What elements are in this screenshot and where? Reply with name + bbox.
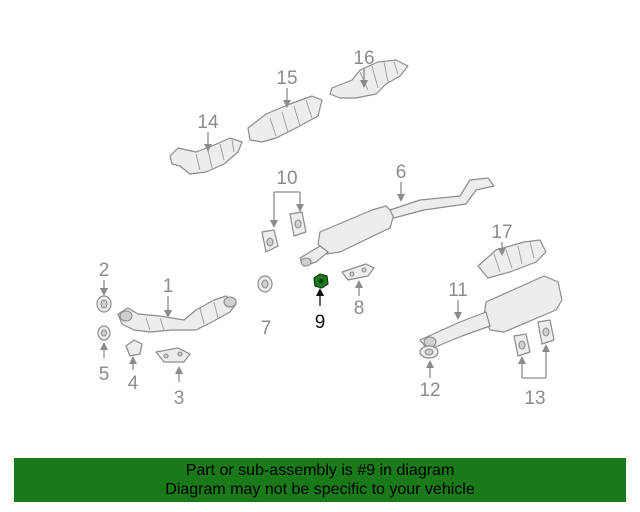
svg-text:16: 16 bbox=[353, 48, 374, 69]
part-8-gasket[interactable] bbox=[341, 263, 375, 281]
callout-4: 4 bbox=[128, 356, 139, 394]
info-banner: Part or sub-assembly is #9 in diagram Di… bbox=[14, 458, 626, 502]
svg-text:7: 7 bbox=[261, 318, 272, 339]
svg-text:12: 12 bbox=[419, 380, 440, 401]
svg-text:2: 2 bbox=[99, 260, 110, 281]
svg-text:14: 14 bbox=[197, 112, 219, 133]
svg-text:15: 15 bbox=[276, 68, 297, 89]
callout-7: 7 bbox=[261, 318, 272, 339]
part-3-gasket[interactable] bbox=[155, 347, 191, 363]
part-15-heat-shield[interactable] bbox=[247, 95, 323, 143]
banner-line-2: Diagram may not be specific to your vehi… bbox=[165, 481, 475, 498]
svg-text:5: 5 bbox=[99, 364, 110, 385]
part-4-bracket[interactable] bbox=[125, 339, 143, 357]
callout-8: 8 bbox=[354, 280, 365, 319]
callout-13: 13 bbox=[518, 344, 550, 409]
callout-15: 15 bbox=[276, 68, 298, 108]
part-9-nut-highlighted[interactable] bbox=[313, 273, 329, 289]
part-14-heat-shield[interactable] bbox=[169, 137, 243, 175]
callout-12: 12 bbox=[419, 360, 441, 401]
callout-3: 3 bbox=[174, 366, 185, 409]
callout-2: 2 bbox=[99, 260, 110, 296]
callout-16: 16 bbox=[353, 48, 375, 88]
callout-9: 9 bbox=[315, 288, 326, 333]
svg-text:11: 11 bbox=[448, 280, 468, 301]
part-12-gasket[interactable] bbox=[419, 345, 439, 359]
svg-text:13: 13 bbox=[524, 388, 545, 409]
callout-5: 5 bbox=[99, 342, 110, 385]
part-6-center-pipe[interactable] bbox=[299, 177, 495, 267]
part-17-heat-shield[interactable] bbox=[477, 239, 547, 279]
svg-text:10: 10 bbox=[276, 168, 297, 189]
callout-6: 6 bbox=[396, 162, 407, 202]
callout-17: 17 bbox=[491, 222, 513, 256]
part-2-gasket[interactable] bbox=[96, 295, 112, 313]
svg-text:9: 9 bbox=[315, 312, 326, 333]
svg-text:8: 8 bbox=[354, 298, 365, 319]
part-5-gasket[interactable] bbox=[97, 325, 111, 341]
part-7-gasket[interactable] bbox=[257, 275, 273, 293]
svg-text:3: 3 bbox=[174, 388, 185, 409]
callout-11: 11 bbox=[448, 280, 468, 320]
banner-line-1: Part or sub-assembly is #9 in diagram bbox=[185, 462, 455, 479]
svg-text:17: 17 bbox=[491, 222, 512, 243]
svg-text:6: 6 bbox=[396, 162, 407, 183]
part-13-hangers[interactable] bbox=[513, 319, 555, 357]
svg-text:4: 4 bbox=[128, 373, 139, 394]
part-1-catalytic-converter[interactable] bbox=[117, 295, 237, 333]
callout-1: 1 bbox=[163, 276, 174, 318]
part-10-hangers[interactable] bbox=[261, 211, 307, 253]
svg-text:1: 1 bbox=[163, 276, 174, 297]
callout-14: 14 bbox=[197, 112, 219, 152]
callout-10: 10 bbox=[270, 168, 304, 228]
